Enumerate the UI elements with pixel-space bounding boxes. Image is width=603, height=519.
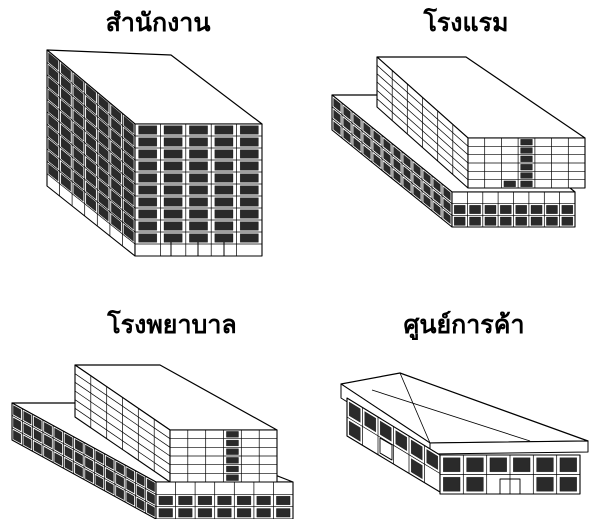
office-label: สำนักงาน xyxy=(105,8,211,37)
mall-building-drawing xyxy=(340,372,589,495)
hospital-label: โรงพยาบาล xyxy=(107,310,237,339)
hotel-building-drawing xyxy=(331,56,586,228)
mall-label: ศูนย์การค้า xyxy=(403,310,525,339)
hotel-label: โรงแรม xyxy=(423,8,509,37)
office-building-drawing xyxy=(46,49,263,257)
hospital-building-drawing xyxy=(11,364,294,519)
